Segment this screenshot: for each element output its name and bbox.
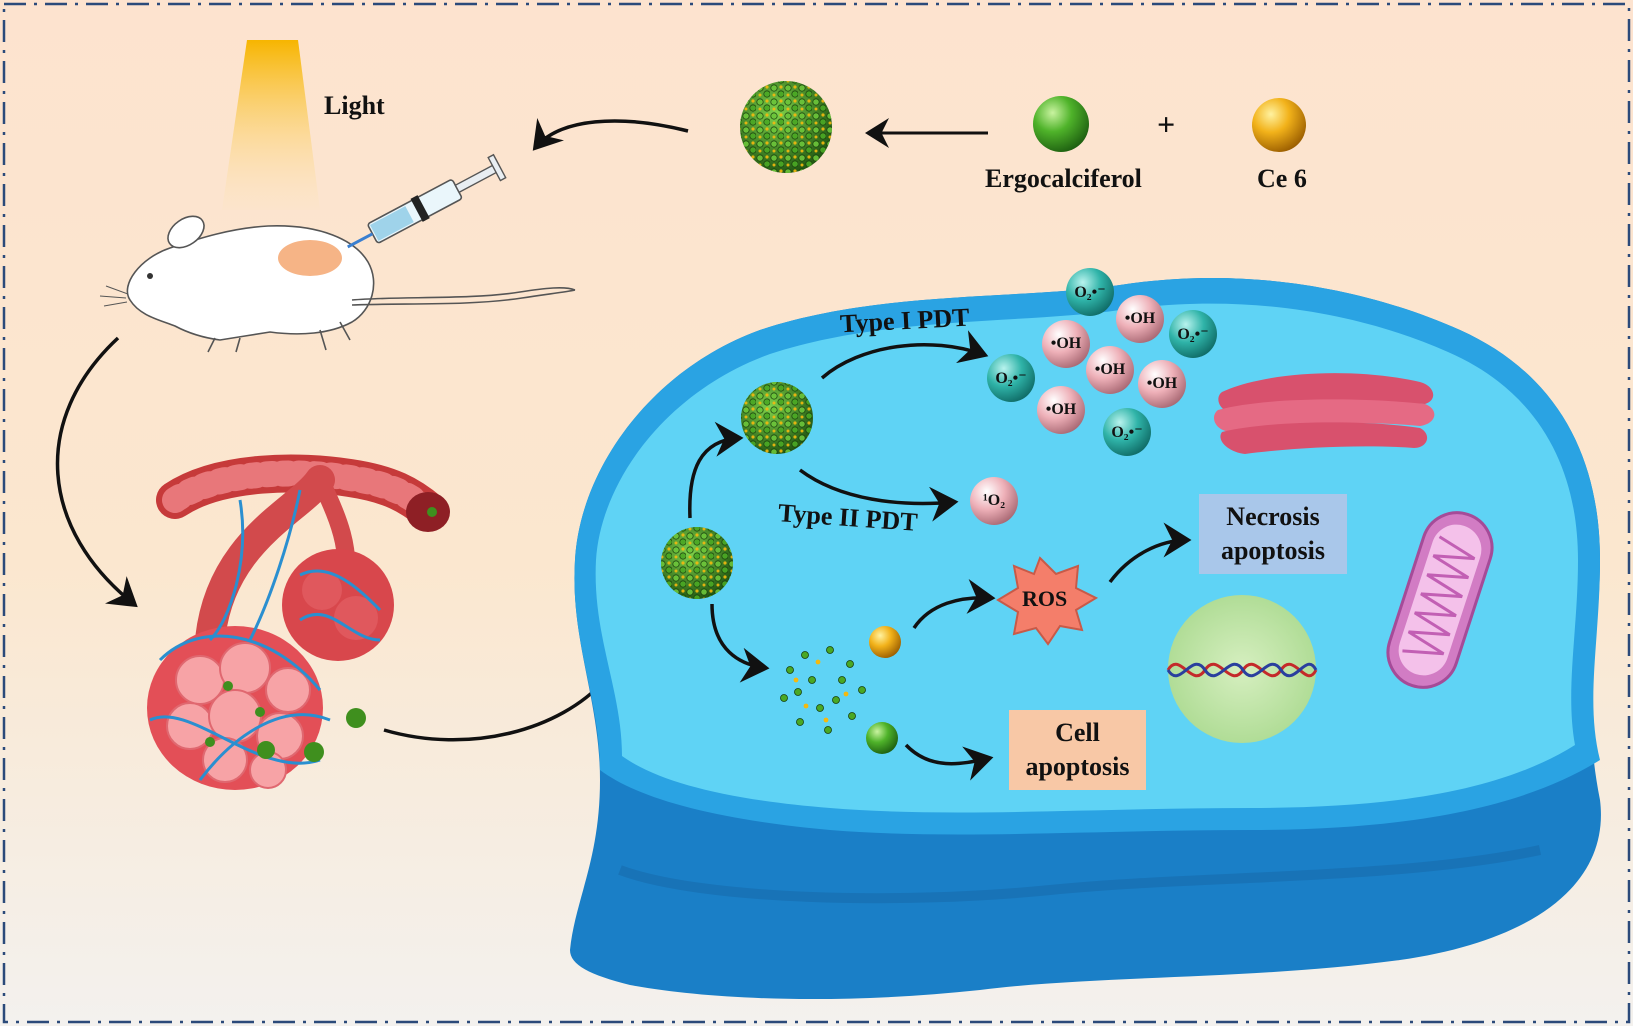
light-label: Light	[324, 91, 385, 120]
superoxide-sphere	[1066, 268, 1114, 316]
ergocalciferol-released	[866, 722, 898, 754]
nanoparticle-cell-entry	[661, 527, 733, 599]
arrow-type1	[820, 330, 989, 380]
hydroxyl-label: •OH	[1050, 335, 1082, 352]
ergocalciferol-label: Ergocalciferol	[985, 164, 1142, 193]
necrosis-box	[1199, 494, 1347, 574]
ce6-label: Ce 6	[1257, 164, 1307, 193]
superoxide-label: O₂•⁻	[1177, 326, 1209, 343]
plus-sign: +	[1157, 106, 1176, 142]
syringe	[347, 153, 507, 249]
mouse-illustration	[99, 215, 576, 353]
nucleus	[1166, 595, 1318, 743]
hydroxyl-sphere	[1042, 320, 1090, 368]
ce6-sphere	[1252, 98, 1306, 152]
arrow-ergo-to-apoptosis	[904, 743, 994, 781]
arrow-entry-to-pdt	[688, 421, 744, 519]
hydroxyl-label: •OH	[1124, 310, 1156, 327]
singlet-oxygen-sphere	[970, 477, 1018, 525]
arrow-mouse-to-tumor	[55, 336, 138, 608]
superoxide-sphere	[987, 354, 1035, 402]
arrow-type2	[798, 468, 959, 522]
ros-label: ROS	[1022, 586, 1068, 611]
superoxide-sphere	[1169, 310, 1217, 358]
arrow-entry-to-release	[710, 603, 770, 683]
hydroxyl-sphere	[1138, 360, 1186, 408]
hydroxyl-label: •OH	[1094, 361, 1126, 378]
arrow-np-to-mouse	[532, 117, 689, 151]
arrow-ros-to-necrosis	[1108, 522, 1192, 584]
superoxide-label: O₂•⁻	[1111, 424, 1143, 441]
cell-apoptosis-label: Cell apoptosis	[1009, 716, 1146, 784]
hydroxyl-label: •OH	[1146, 375, 1178, 392]
tumor-site	[278, 240, 342, 276]
cell-text: Cell	[1055, 718, 1100, 747]
necrosis-text: Necrosis	[1226, 502, 1320, 531]
cell-apoptosis-text: apoptosis	[1025, 752, 1130, 781]
ce6-released	[869, 626, 901, 658]
nanoparticle-top	[740, 81, 832, 173]
necrosis-apoptosis-text: apoptosis	[1220, 536, 1326, 565]
ros-burst	[996, 556, 1099, 646]
light-beam	[222, 40, 320, 210]
singlet-oxygen-label: ¹O₂	[982, 492, 1006, 509]
hydroxyl-sphere	[1116, 295, 1164, 343]
ergocalciferol-sphere	[1033, 96, 1089, 152]
necrosis-apoptosis-label: Necrosis apoptosis	[1199, 500, 1347, 568]
arrow-ce6-to-ros	[912, 579, 996, 630]
superoxide-label: O₂•⁻	[1074, 284, 1106, 301]
cell-apoptosis-box	[1009, 710, 1146, 790]
tumor-vessel-illustration	[147, 454, 450, 790]
hydroxyl-label: •OH	[1045, 401, 1077, 418]
mitochondrion	[1386, 511, 1494, 689]
hydroxyl-sphere	[1086, 346, 1134, 394]
nanoparticle-pdt	[741, 382, 813, 454]
superoxide-sphere	[1103, 408, 1151, 456]
superoxide-label: O₂•⁻	[995, 370, 1027, 387]
hydroxyl-sphere	[1037, 386, 1085, 434]
nanoparticle-disassembled	[780, 646, 866, 734]
golgi-organelle	[1214, 373, 1435, 454]
